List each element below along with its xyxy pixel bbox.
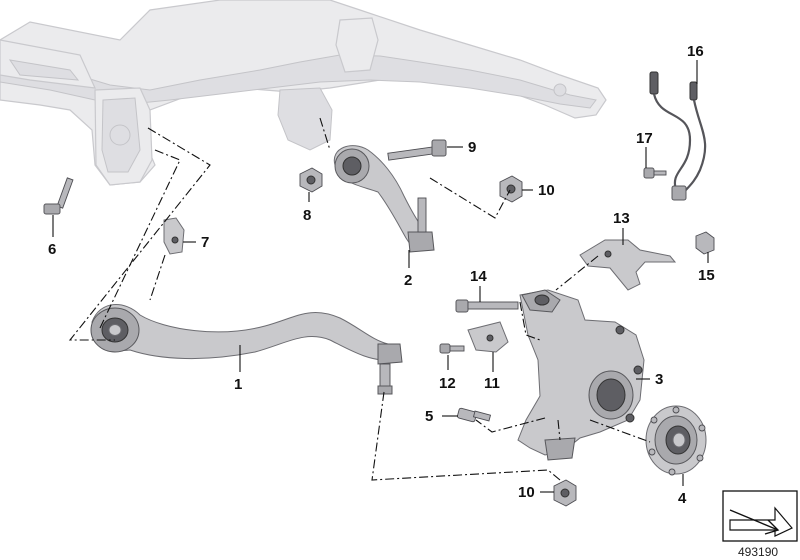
bolt-9 bbox=[387, 139, 447, 161]
arrow-icon bbox=[729, 509, 780, 535]
leader-lines bbox=[52, 60, 709, 493]
assembly-lines bbox=[68, 117, 651, 481]
screw-17 bbox=[643, 167, 667, 179]
callout-3: 3 bbox=[655, 371, 663, 388]
reference-number: 493190 bbox=[738, 545, 778, 559]
nut-8 bbox=[299, 167, 323, 193]
callout-numbers: 1 2 3 4 5 6 7 8 9 10 10 11 12 13 14 15 1… bbox=[48, 43, 715, 507]
callout-5: 5 bbox=[425, 408, 433, 425]
bracket-13 bbox=[579, 239, 677, 291]
callout-14: 14 bbox=[470, 268, 487, 285]
callout-4: 4 bbox=[678, 490, 687, 507]
front-subframe bbox=[0, 0, 607, 186]
callout-15: 15 bbox=[698, 267, 715, 284]
upper-control-arm bbox=[333, 145, 435, 253]
nut-10-upper bbox=[499, 175, 523, 203]
direction-symbol bbox=[722, 490, 798, 542]
callout-7: 7 bbox=[201, 234, 209, 251]
wheel-carrier bbox=[517, 289, 645, 461]
lower-control-arm bbox=[90, 304, 403, 395]
callout-12: 12 bbox=[439, 375, 456, 392]
callout-16: 16 bbox=[687, 43, 704, 60]
callout-2: 2 bbox=[404, 272, 412, 289]
callout-9: 9 bbox=[468, 139, 476, 156]
callout-10-lower: 10 bbox=[518, 484, 535, 501]
callout-8: 8 bbox=[303, 207, 311, 224]
bolt-6 bbox=[43, 177, 74, 215]
callout-1: 1 bbox=[234, 376, 242, 393]
nut-10-lower bbox=[553, 479, 577, 507]
bolt-14 bbox=[455, 299, 519, 313]
callout-10-upper: 10 bbox=[538, 182, 555, 199]
wheel-speed-sensor-16 bbox=[649, 71, 707, 201]
callout-6: 6 bbox=[48, 241, 56, 258]
callout-11: 11 bbox=[484, 375, 500, 392]
bolt-5 bbox=[457, 407, 492, 423]
wheel-hub bbox=[645, 405, 707, 476]
callout-17: 17 bbox=[636, 130, 653, 147]
bracket-7 bbox=[163, 217, 185, 255]
bracket-11 bbox=[467, 321, 509, 353]
screw-12 bbox=[439, 343, 465, 354]
callout-13: 13 bbox=[613, 210, 630, 227]
nut-15 bbox=[695, 231, 715, 255]
